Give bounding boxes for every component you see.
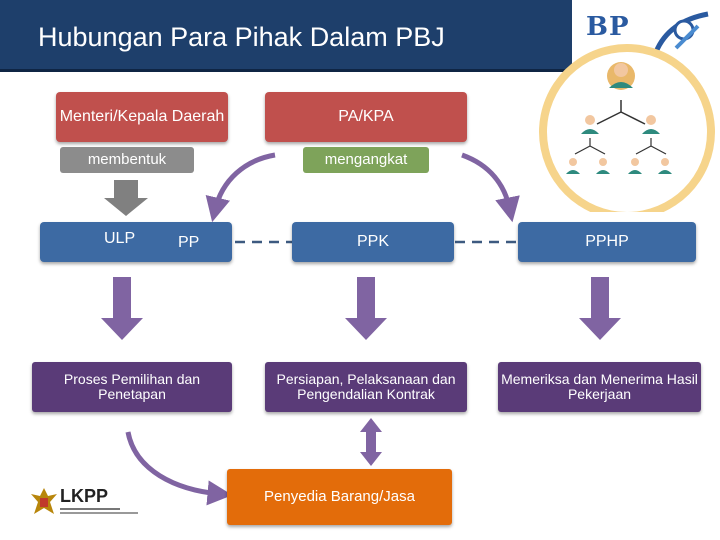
pphp-label: PPHP [585, 232, 629, 250]
page-title: Hubungan Para Pihak Dalam PBJ [38, 22, 445, 52]
ulp-label: ULP [104, 230, 136, 247]
penyedia-box: Penyedia Barang/Jasa [227, 469, 452, 525]
ppk-box: PPK [292, 222, 454, 262]
garuda-emblem-icon [31, 488, 57, 514]
ppk-label: PPK [356, 232, 389, 250]
proses-box: Proses Pemilihan dan Penetapan [32, 362, 232, 412]
persiapan-box: Persiapan, Pelaksanaan dan Pengendalian … [265, 362, 467, 412]
membentuk-label-box: membentuk [60, 147, 194, 173]
institution-logo-icon [653, 11, 709, 54]
pp-label: PP [178, 234, 200, 251]
mengangkat-label: mengangkat [324, 151, 408, 169]
organization-hierarchy-icon [539, 44, 715, 212]
penyedia-label: Penyedia Barang/Jasa [264, 488, 415, 506]
pa-kpa-label: PA/KPA [338, 107, 394, 125]
lkpp-logo-subtitle [60, 508, 138, 516]
mengangkat-label-box: mengangkat [303, 147, 429, 173]
menteri-label: Menteri/Kepala Daerah [59, 107, 225, 125]
pa-kpa-box: PA/KPA [265, 92, 467, 142]
title-bar [0, 0, 572, 72]
ulp-pp-box: ULP PP [40, 222, 232, 262]
memeriksa-box: Memeriksa dan Menerima Hasil Pekerjaan [498, 362, 701, 412]
menteri-box: Menteri/Kepala Daerah [56, 92, 228, 142]
memeriksa-label: Memeriksa dan Menerima Hasil Pekerjaan [501, 371, 698, 402]
membentuk-label: membentuk [87, 151, 167, 169]
lkpp-logo-text: LKPP [60, 486, 109, 506]
bp-logo: BP [586, 12, 630, 42]
pphp-box: PPHP [518, 222, 696, 262]
persiapan-label: Persiapan, Pelaksanaan dan Pengendalian … [276, 371, 456, 402]
proses-label: Proses Pemilihan dan Penetapan [63, 371, 201, 402]
